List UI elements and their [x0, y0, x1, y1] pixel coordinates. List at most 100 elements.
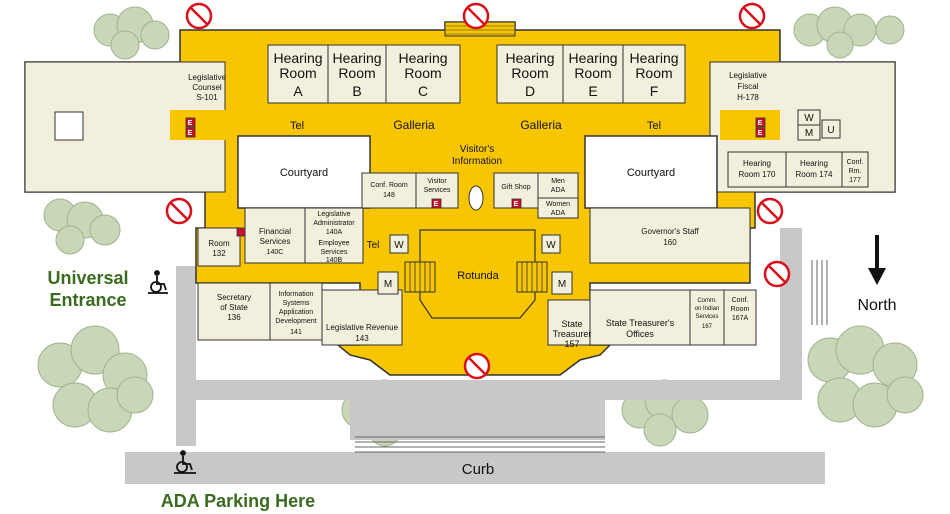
- leg-counsel-l1: Legislative: [188, 73, 226, 82]
- conf-167a-l1: Conf.: [732, 297, 749, 304]
- employee-l1: Employee: [318, 240, 349, 247]
- visitor-info-line1: Visitor's: [460, 144, 495, 155]
- elevator-mark: E: [188, 120, 193, 127]
- state-treasurer-l1: State: [561, 319, 582, 329]
- north-label: North: [857, 297, 896, 314]
- hearing-room-a-letter: A: [293, 83, 303, 99]
- galleria-west-label: Galleria: [393, 118, 435, 132]
- east-u: U: [827, 125, 834, 136]
- treasurer-offices-l2: Offices: [626, 329, 654, 339]
- ada-parking-label: ADA Parking Here: [161, 491, 315, 511]
- curb-label: Curb: [462, 461, 495, 478]
- building: [24, 21, 896, 376]
- elevators: [185, 117, 766, 237]
- rotunda-w-west: W: [394, 240, 404, 251]
- hearing-room-c-line2: Room: [404, 65, 441, 81]
- indian-services-l3: Services: [695, 314, 718, 320]
- conf-177-l3: 177: [849, 177, 861, 184]
- no-wheelchair-icon: [463, 352, 491, 380]
- leg-fiscal-l3: H-178: [737, 93, 759, 102]
- conf-148-l1: Conf. Room: [370, 182, 408, 189]
- leg-counsel-l3: S-101: [196, 93, 218, 102]
- hearing-room-f-line2: Room: [635, 65, 672, 81]
- no-wheelchair-icon: [763, 260, 791, 288]
- room-132-l1: Room: [208, 239, 230, 248]
- conf-148-l2: 148: [383, 192, 395, 199]
- conf-177-l1: Conf.: [847, 159, 864, 166]
- restroom-marks: W W M M W M U: [384, 113, 835, 290]
- treasurer-offices-l1: State Treasurer's: [606, 318, 675, 328]
- hearing-room-b-letter: B: [352, 83, 361, 99]
- north-arrow-icon: [868, 235, 886, 285]
- hearing-room-a-line2: Room: [279, 65, 316, 81]
- financial-l1: Financial: [259, 227, 291, 236]
- room-labels: Legislative Counsel S-101 Legislative Fi…: [188, 71, 863, 349]
- info-systems-l5: 141: [290, 329, 302, 336]
- governor-l1: Governor's Staff: [641, 227, 699, 236]
- no-wheelchair-icon: [462, 2, 490, 30]
- rotunda-m-east: M: [558, 279, 566, 290]
- hearing-room-b-line2: Room: [338, 65, 375, 81]
- rotunda-w-east: W: [546, 240, 556, 251]
- financial-l3: 140C: [267, 249, 284, 256]
- info-systems-l2: Systems: [283, 300, 310, 307]
- indian-services-l2: on Indian: [695, 306, 720, 312]
- governor-l2: 160: [663, 238, 677, 247]
- elevator-labels: E E E E E E: [188, 120, 763, 208]
- wheelchair-icon: [174, 450, 196, 474]
- hearing-170-l1: Hearing: [743, 159, 771, 168]
- universal-entrance-l1: Universal: [47, 268, 128, 288]
- visitor-services-l2: Services: [424, 187, 451, 194]
- hearing-174-l1: Hearing: [800, 159, 828, 168]
- hearing-174-l2: Room 174: [796, 170, 833, 179]
- info-systems-l1: Information: [278, 291, 313, 298]
- leg-admin-l2: Administrator: [313, 220, 355, 227]
- no-wheelchair-icon: [165, 197, 193, 225]
- state-treasurer-l3: 157: [564, 339, 579, 349]
- leg-admin-l1: Legislative: [317, 211, 350, 218]
- tel-west-label: Tel: [290, 120, 304, 132]
- hearing-room-e-letter: E: [588, 83, 597, 99]
- conf-177-l2: Rm.: [849, 168, 862, 175]
- hearing-room-c-line1: Hearing: [398, 50, 447, 66]
- women-ada-l1: Women: [546, 201, 570, 208]
- leg-fiscal-l1: Legislative: [729, 71, 767, 80]
- leg-admin-l3: 140A: [326, 229, 343, 236]
- gift-shop-label: Gift Shop: [501, 184, 530, 191]
- elevator-mark: E: [758, 120, 763, 127]
- elevator-mark: E: [188, 130, 193, 137]
- women-ada-l2: ADA: [551, 210, 566, 217]
- info-systems-l4: Development: [275, 318, 316, 325]
- hearing-room-e-line1: Hearing: [568, 50, 617, 66]
- east-w: W: [804, 113, 814, 124]
- elevator-mark: E: [758, 130, 763, 137]
- no-access-icons: [165, 2, 791, 380]
- wheelchair-icon: [148, 270, 168, 294]
- info-systems-l3: Application: [279, 309, 313, 316]
- hearing-room-d-line1: Hearing: [505, 50, 554, 66]
- conf-167a-l2: Room: [731, 306, 750, 313]
- corridor-labels: Galleria Galleria Tel Tel Tel Visitor's …: [280, 118, 675, 282]
- hearing-room-b-line1: Hearing: [332, 50, 381, 66]
- elevator-mark: E: [514, 201, 519, 208]
- rotunda-label: Rotunda: [457, 270, 499, 282]
- men-ada-l2: ADA: [551, 187, 566, 194]
- no-wheelchair-icon: [185, 2, 213, 30]
- leg-counsel-l2: Counsel: [192, 83, 222, 92]
- hearing-170-l2: Room 170: [739, 170, 776, 179]
- elevator-mark: E: [434, 201, 439, 208]
- galleria-east-label: Galleria: [520, 118, 562, 132]
- leg-revenue-l2: 143: [355, 334, 369, 343]
- state-treasurer-l2: Treasurer: [553, 329, 592, 339]
- hearing-room-f-line1: Hearing: [629, 50, 678, 66]
- courtyard-east-label: Courtyard: [627, 167, 675, 179]
- employee-l2: Services: [321, 249, 348, 256]
- universal-entrance-l2: Entrance: [49, 290, 126, 310]
- secretary-l2: of State: [220, 303, 248, 312]
- tel-east-label: Tel: [647, 120, 661, 132]
- hearing-room-labels: Hearing Room A Hearing Room B Hearing Ro…: [273, 50, 678, 99]
- hearing-room-d-letter: D: [525, 83, 535, 99]
- east-m: M: [805, 128, 813, 139]
- employee-l3: 140B: [326, 257, 343, 264]
